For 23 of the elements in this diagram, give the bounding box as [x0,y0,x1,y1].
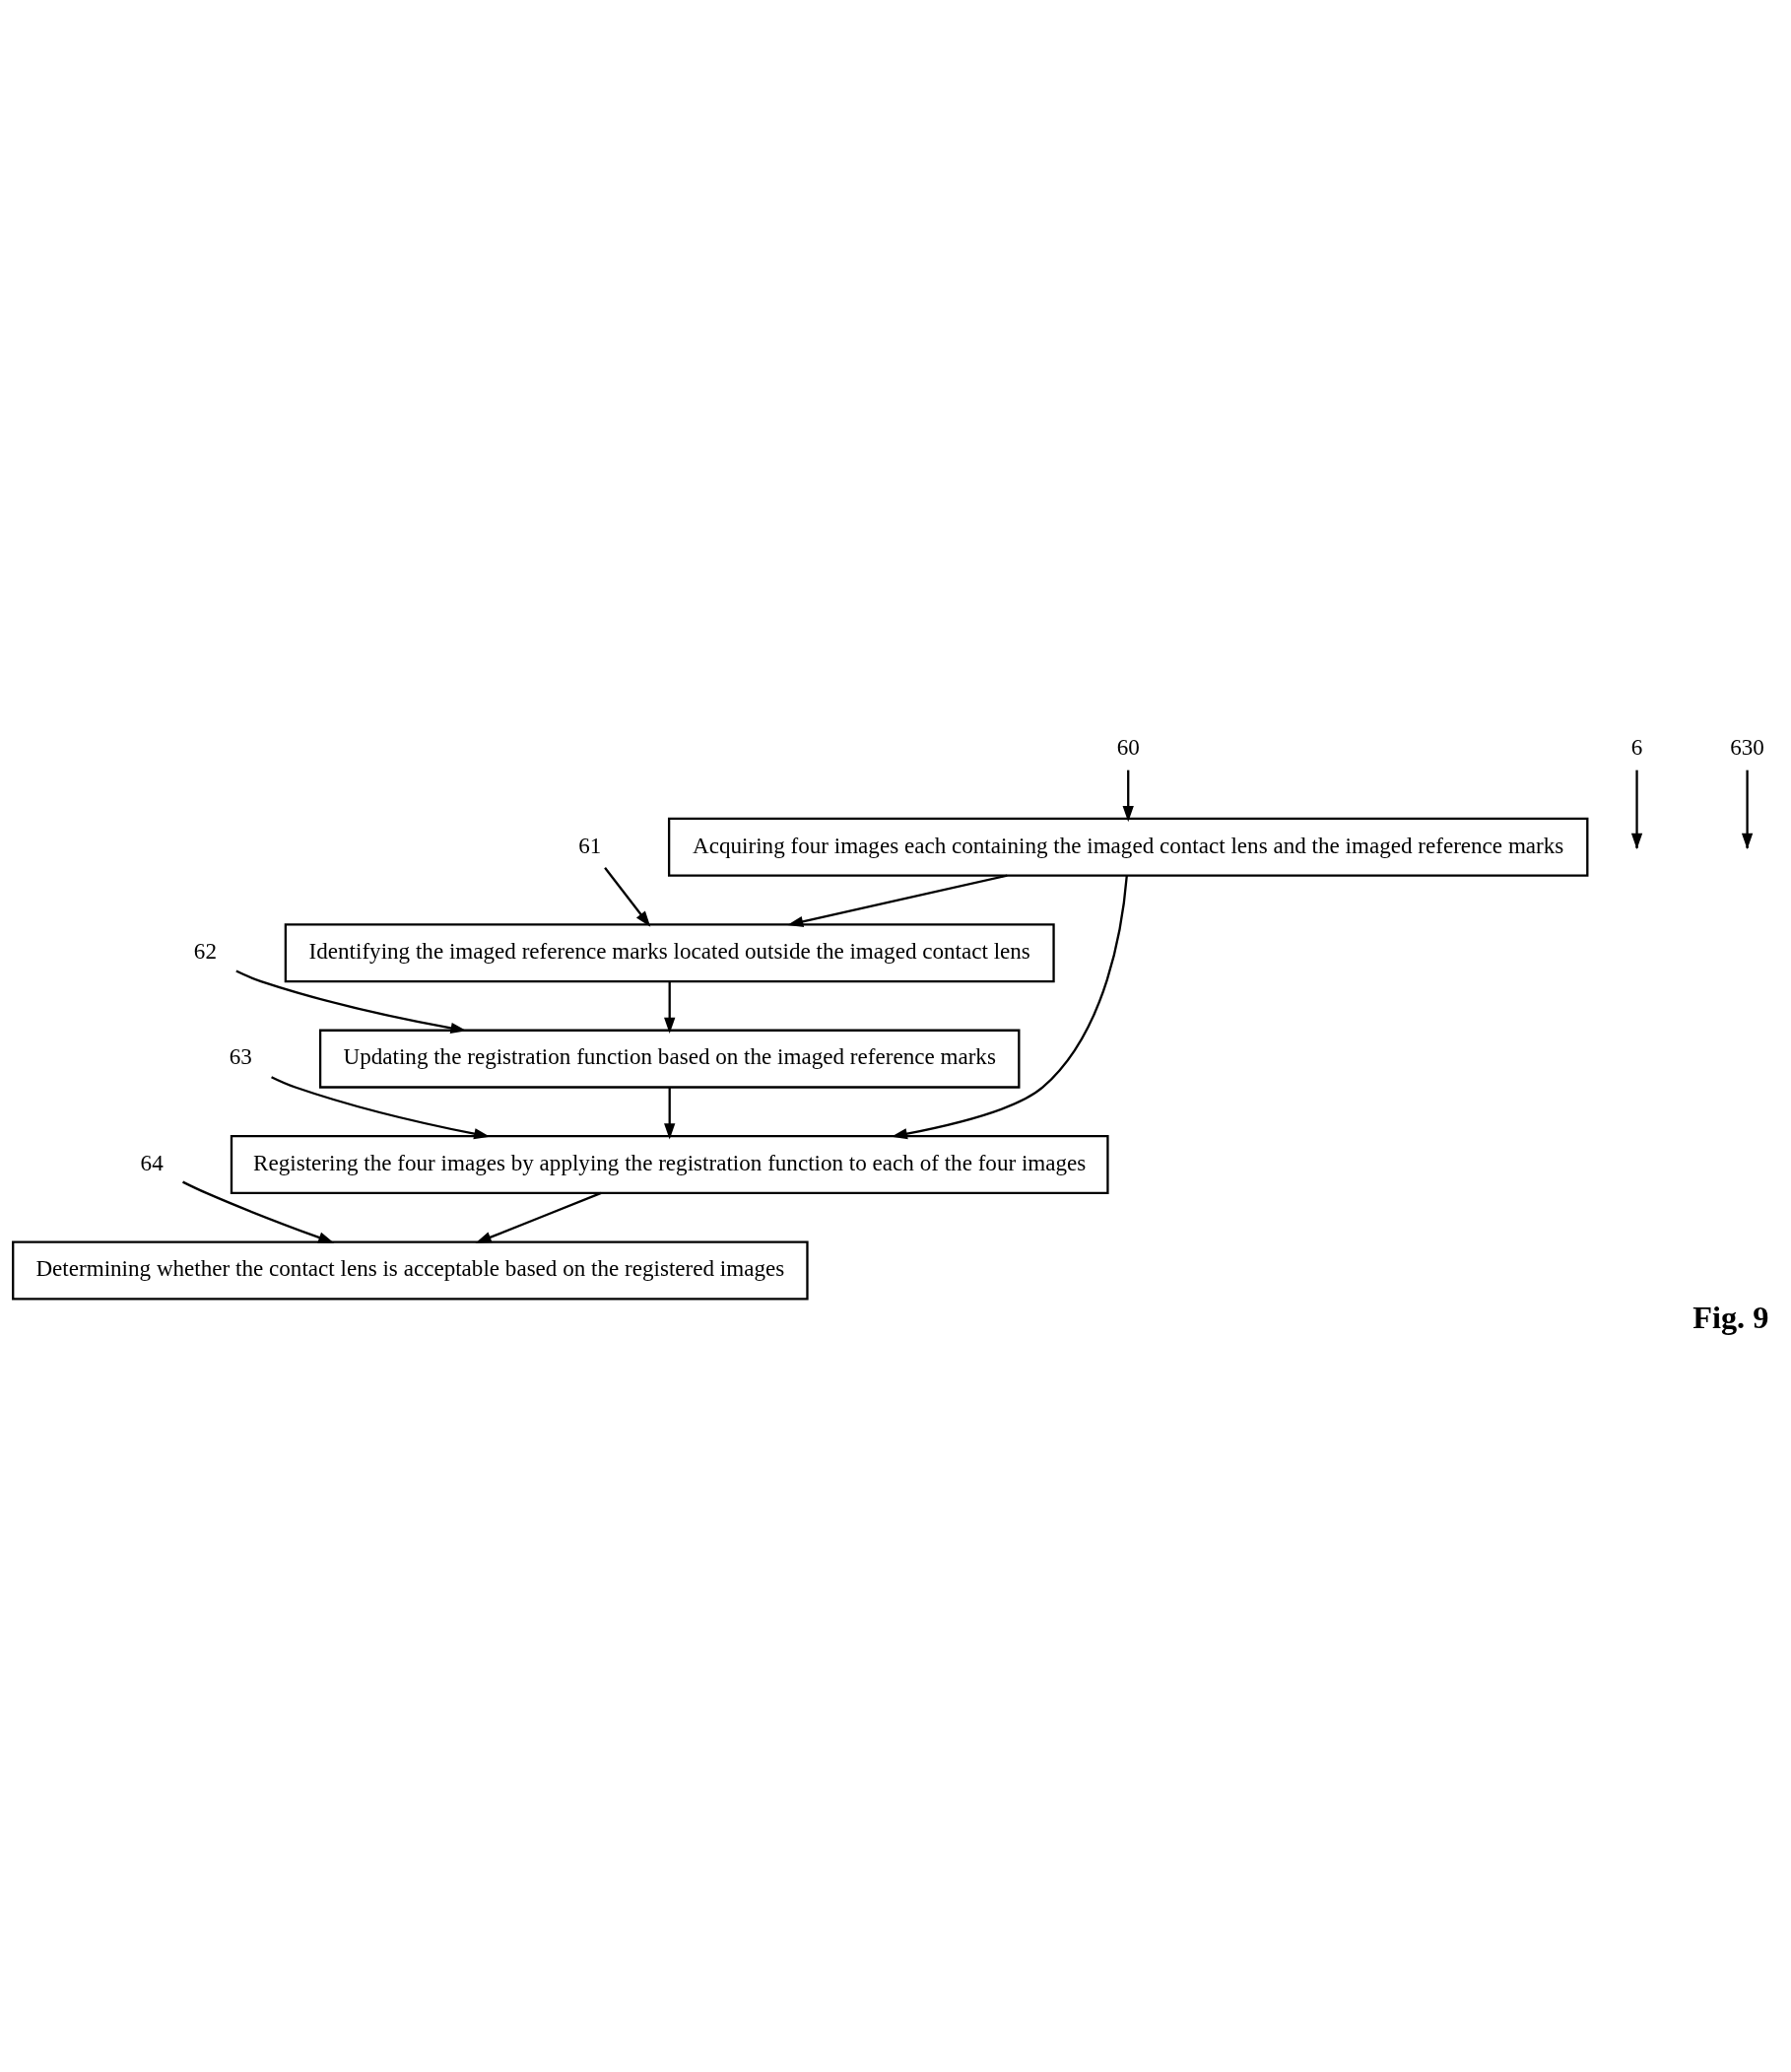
node-box: Updating the registration function based on the imaged reference marks [318,1029,1021,1089]
node-text: 62 [193,937,217,964]
node-box: Registering the four images by applying the registration function to each of the four images [230,1135,1109,1195]
node-text: 6 [1630,734,1643,761]
node-box: Acquiring four images each containing the imaged contact lens and the imaged reference marks [667,817,1589,877]
node-text: 630 [1730,734,1764,761]
arrow [182,1180,335,1243]
node-text: 64 [140,1149,164,1175]
arrow [891,875,1128,1140]
node-text: 63 [229,1043,252,1070]
arrow [1122,769,1134,823]
arrow [664,1087,676,1140]
node-box: Determining whether the contact lens is acceptable based on the registered images [12,1240,809,1301]
arrow [604,866,651,927]
node-text: 61 [578,832,602,858]
arrow [787,874,1008,928]
caption: Fig. 9 [1692,1299,1769,1335]
node-box: Identifying the imaged reference marks located outside the imaged contact lens [284,923,1055,983]
arrow [475,1191,602,1243]
arrow [271,1076,491,1140]
node-text: 60 [1116,734,1140,761]
arrow [664,981,676,1035]
arrow [235,969,467,1035]
